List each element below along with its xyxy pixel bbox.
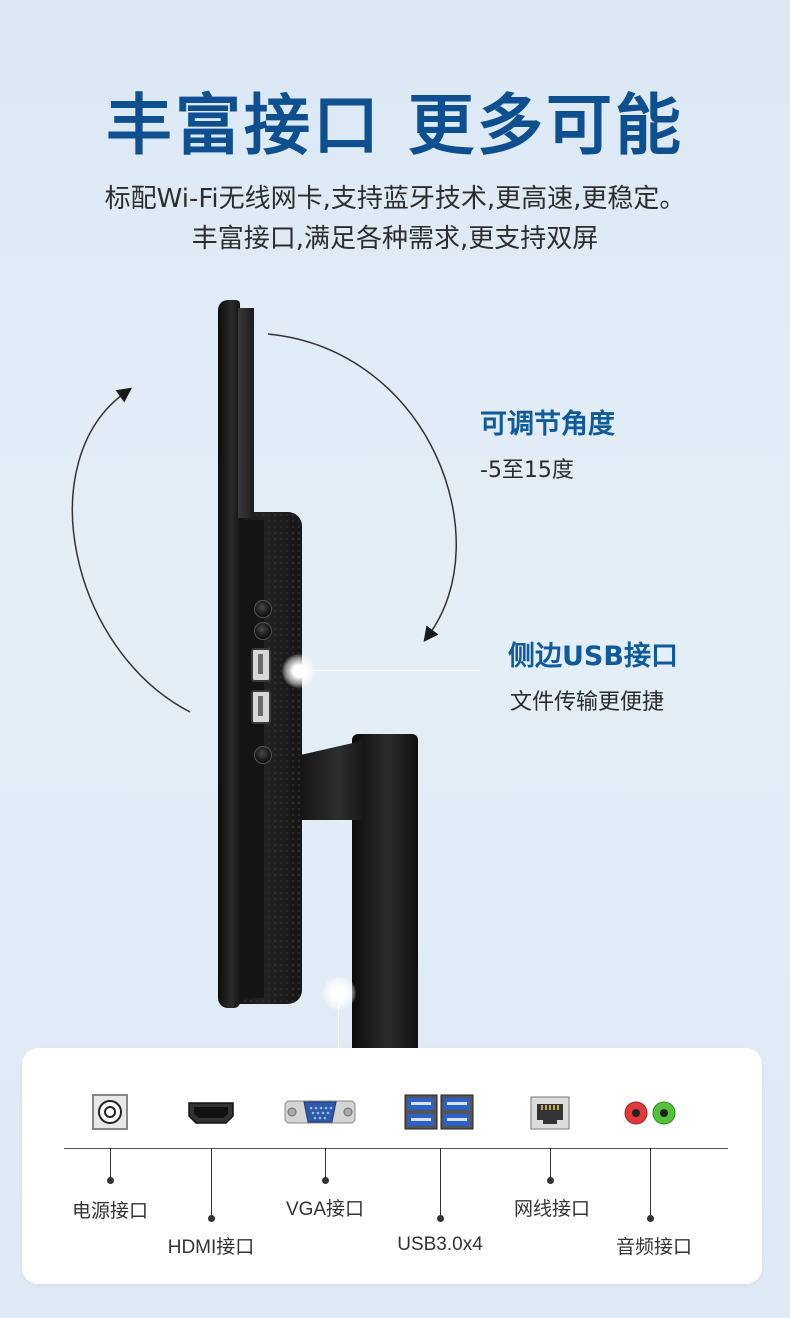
ethernet-drop-line (547, 1148, 554, 1184)
side-usb-port-1 (251, 648, 271, 682)
port-label-hdmi: HDMI接口 (167, 1237, 255, 1258)
port-label-power: 电源接口 (71, 1201, 149, 1222)
ports-divider (64, 1148, 728, 1149)
audio-drop-line (647, 1148, 654, 1222)
usb-quad-icon (404, 1094, 474, 1130)
monitor-panel (218, 300, 240, 1008)
vga-port-icon (284, 1100, 356, 1124)
ports-panel: 电源接口 HDMI接口 VGA接口 USB3.0x4 网线接口 音频接口 (22, 1048, 762, 1284)
subtitle-line-2: 丰富接口,满足各种需求,更支持双屏 (191, 224, 599, 254)
hdmi-drop-line (208, 1148, 215, 1222)
ethernet-port-icon (530, 1096, 570, 1130)
power-drop-line (107, 1148, 114, 1184)
hdmi-port-icon (188, 1102, 234, 1124)
port-label-vga: VGA接口 (285, 1199, 365, 1220)
port-label-usb: USB3.0x4 (397, 1234, 483, 1255)
subtitle-line-1: 标配Wi-Fi无线网卡,支持蓝牙技术,更高速,更稳定。 (104, 184, 686, 214)
usb-callout-title: 侧边USB接口 (508, 641, 678, 672)
usb-highlight-dot (282, 654, 316, 688)
angle-callout-title: 可调节角度 (480, 409, 615, 440)
left-tilt-arc (71, 387, 191, 713)
angle-callout-desc: -5至15度 (480, 458, 574, 483)
ports-callout-line (338, 1006, 339, 1052)
usb-callout-desc: 文件传输更便捷 (510, 690, 665, 715)
vga-drop-line (322, 1148, 329, 1184)
port-label-audio: 音频接口 (615, 1237, 693, 1258)
page-title: 丰富接口 更多可能 (106, 87, 684, 164)
ports-highlight-dot (322, 976, 356, 1010)
monitor-panel-edge (238, 308, 254, 518)
right-tilt-arc (267, 333, 457, 643)
side-usb-port-2 (251, 690, 271, 724)
audio-jack-icon (624, 1101, 676, 1125)
side-button-1 (254, 600, 272, 618)
port-label-ethernet: 网线接口 (513, 1199, 591, 1220)
usb-drop-line (437, 1148, 444, 1222)
usb-callout-line (312, 670, 480, 671)
power-jack-icon (92, 1094, 128, 1130)
side-button-3 (254, 746, 272, 764)
side-button-2 (254, 622, 272, 640)
